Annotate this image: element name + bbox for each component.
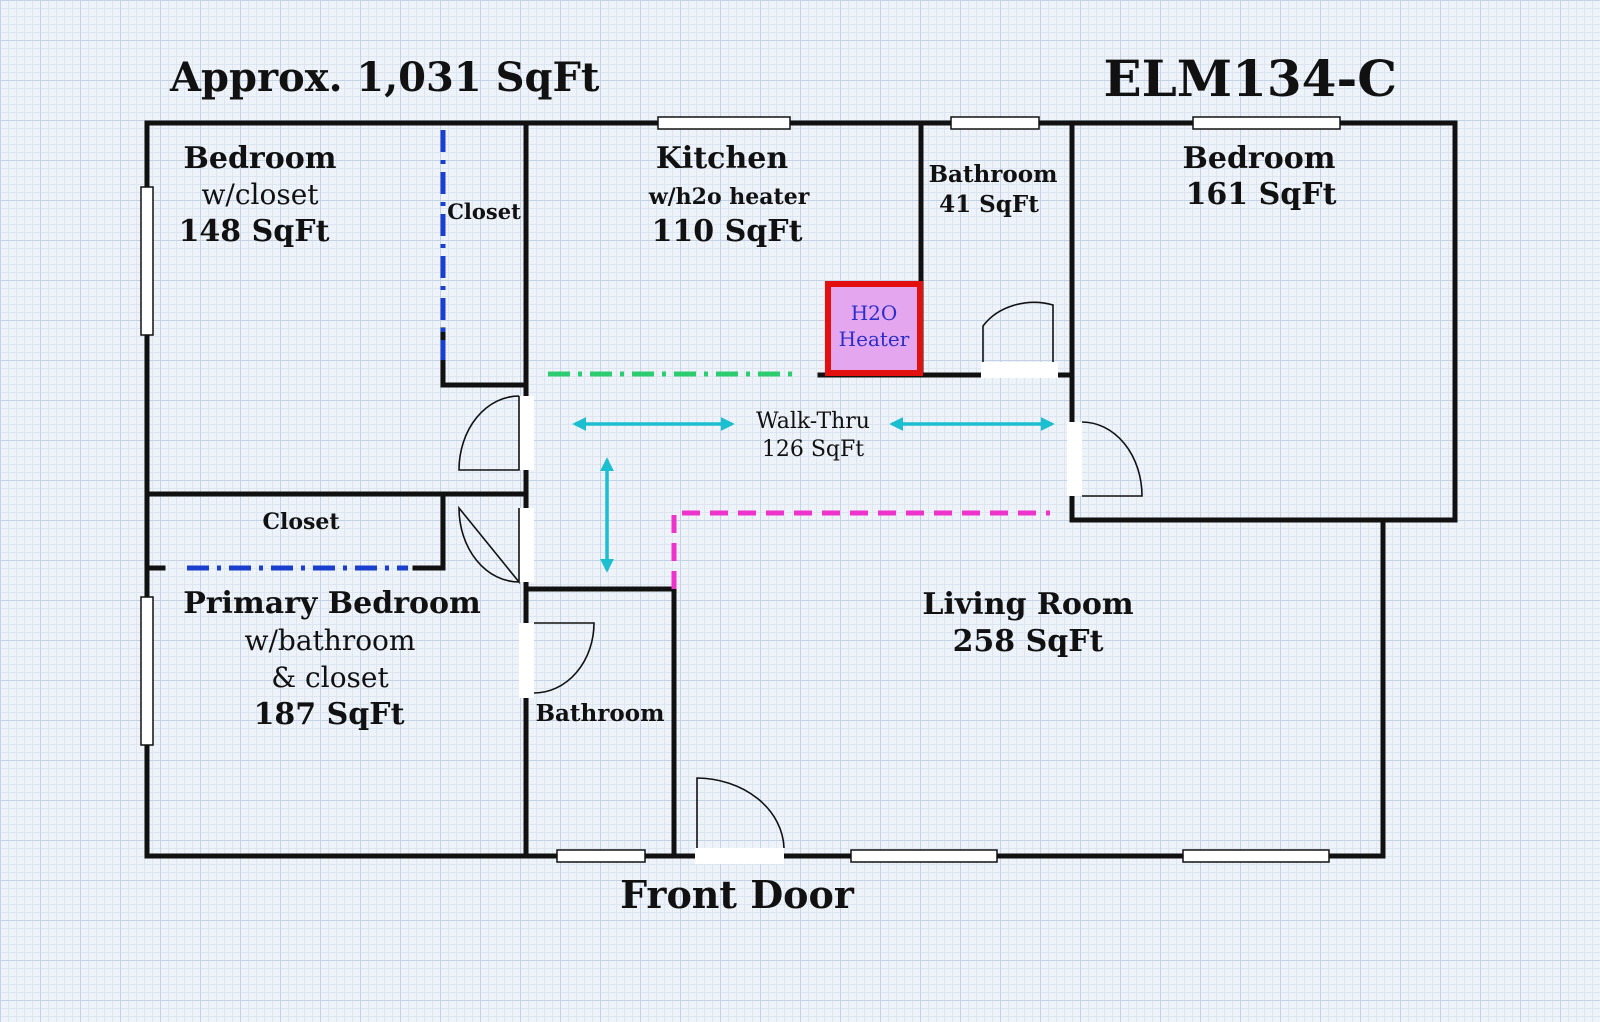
room-name: Bedroom	[1183, 141, 1336, 176]
room-name: Living Room	[922, 587, 1134, 622]
room-note: & closet	[271, 661, 389, 694]
room-bathroom-n: Bathroom 41 SqFt	[929, 161, 1058, 218]
window	[140, 186, 154, 336]
window	[556, 849, 646, 863]
window	[850, 849, 998, 863]
room-area: 41 SqFt	[939, 191, 1039, 218]
room-name: Primary Bedroom	[183, 586, 481, 621]
room-area: 110 SqFt	[652, 214, 803, 249]
door-swing	[458, 505, 520, 585]
window	[657, 116, 791, 130]
room-walkthru: Walk-Thru 126 SqFt	[756, 409, 870, 462]
room-name: Kitchen	[656, 141, 788, 176]
water-heater: H2O Heater	[825, 281, 923, 376]
bathroom-s-label: Bathroom	[536, 700, 665, 727]
room-name: Walk-Thru	[756, 409, 870, 434]
room-name: Bedroom	[184, 141, 337, 176]
closet-w-label: Closet	[262, 509, 340, 535]
room-kitchen: Kitchen w/h2o heater 110 SqFt	[648, 141, 810, 249]
door-swing	[1081, 421, 1143, 497]
room-area: 126 SqFt	[762, 437, 864, 462]
window	[140, 596, 154, 746]
heater-label-2: Heater	[839, 327, 910, 351]
room-area: 258 SqFt	[953, 624, 1104, 659]
window	[950, 116, 1040, 130]
room-area: 148 SqFt	[179, 214, 330, 249]
room-primary-bedroom: Primary Bedroom w/bathroom & closet 187 …	[183, 586, 481, 732]
room-area: 187 SqFt	[254, 697, 405, 732]
room-bedroom-ne: Bedroom 161 SqFt	[1183, 141, 1337, 212]
doors	[458, 301, 1143, 864]
closet-nw-label: Closet	[447, 199, 521, 224]
room-note: w/bathroom	[245, 624, 416, 657]
room-area: 161 SqFt	[1186, 177, 1337, 212]
window	[1192, 116, 1341, 130]
door-swing	[696, 777, 785, 849]
windows	[140, 116, 1341, 863]
unit-code: ELM134-C	[1103, 49, 1397, 108]
living-divider	[671, 510, 1050, 589]
heater-label-1: H2O	[851, 301, 898, 325]
door-swing	[533, 622, 595, 694]
door-swing	[982, 301, 1054, 362]
room-living: Living Room 258 SqFt	[922, 587, 1134, 659]
door-swing	[458, 395, 520, 471]
room-bedroom-nw: Bedroom w/closet 148 SqFt	[179, 141, 337, 249]
front-door-label: Front Door	[620, 872, 855, 917]
room-note: w/closet	[201, 178, 319, 211]
window	[1182, 849, 1330, 863]
room-note: w/h2o heater	[648, 184, 810, 210]
room-name: Bathroom	[929, 161, 1058, 188]
dividers	[187, 130, 1050, 589]
total-area: Approx. 1,031 SqFt	[169, 54, 600, 101]
walk-arrows	[572, 417, 1055, 573]
